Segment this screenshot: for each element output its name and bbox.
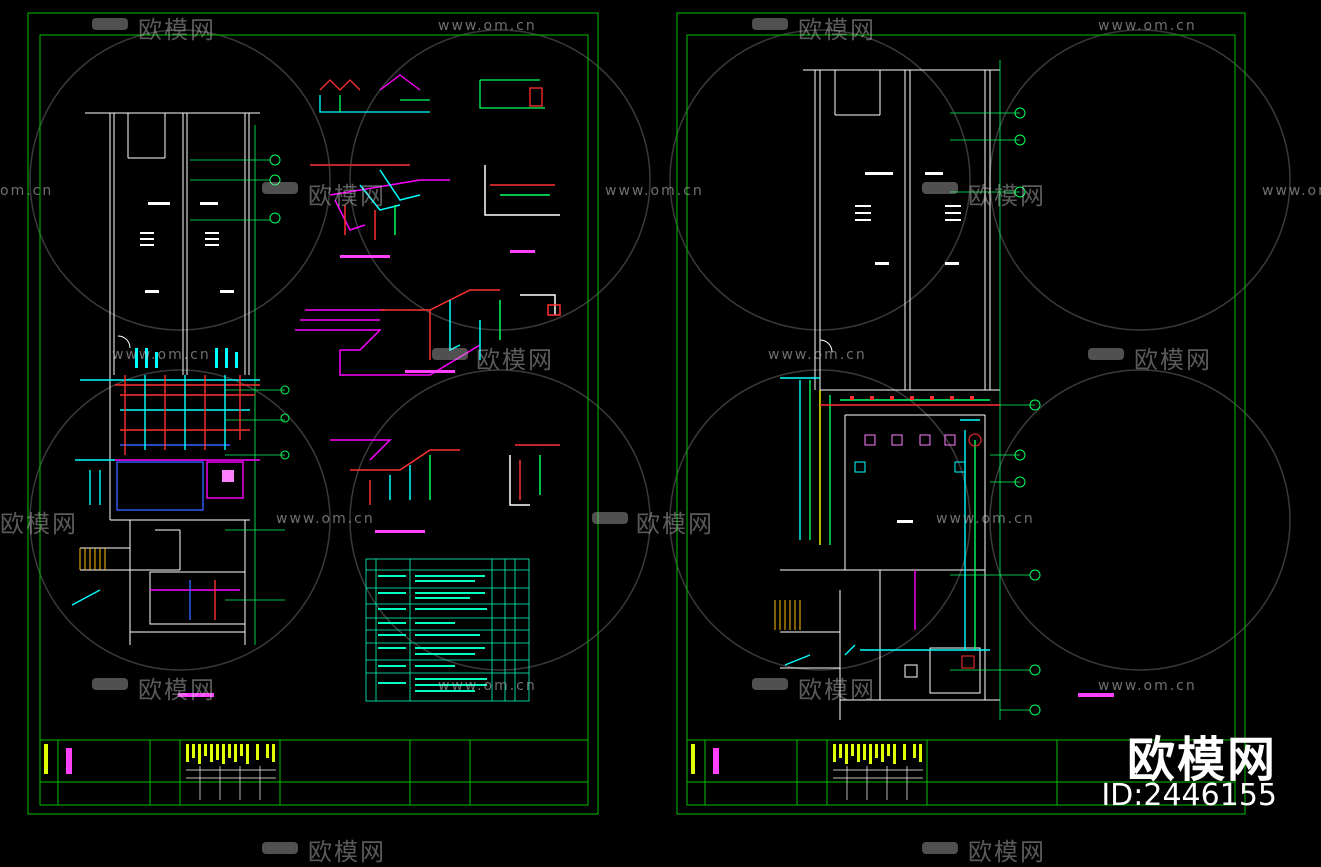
watermark-url: www.om.cn [438,678,537,694]
sheet-left-iso-caption-1 [340,255,390,258]
watermark-url: www.om.cn [1262,183,1321,199]
watermark-brand: 欧模网 [798,676,876,704]
watermark-brand: 欧模网 [308,838,386,866]
watermark-brand: 欧模网 [0,510,78,538]
sheet-left-mechanical-pipes [71,375,260,620]
sheet-left-outer-border [27,12,599,815]
sheet-right [676,12,1246,815]
sheet-left-title-block [40,739,588,805]
watermark-url: www.om.cn [112,347,211,363]
sofa-logo-icon [92,18,1124,854]
watermark-brand: 欧模网 [138,16,216,44]
sheet-right-outer-border [676,12,1246,815]
sheet-left-iso-caption-4 [510,250,535,253]
sheet-right-floorplan [780,69,1000,720]
sheet-left-isometric-4 [330,439,560,506]
sheet-right-plan-caption [1078,693,1114,697]
sheet-left [27,12,599,815]
watermark-url-fragment: om.cn [0,183,54,199]
brand-id-label: ID:2446155 [1101,778,1277,813]
sheet-left-equipment-table [365,558,530,702]
sheet-right-stair [774,600,801,630]
watermark-url: www.om.cn [276,511,375,527]
watermark-brand: 欧模网 [968,182,1046,210]
sheet-left-isometric-1 [319,74,545,113]
sheet-right-room-labels [855,172,961,523]
watermark-url: www.om.cn [605,183,704,199]
sheet-right-axis-lines [950,60,1035,720]
sheet-right-title-block [687,739,1235,805]
sheet-left-stair [79,548,106,570]
watermark-brand: 欧模网 [798,16,876,44]
watermark-url: www.om.cn [438,18,537,34]
sheet-right-valves [850,396,974,400]
sheet-left-plan-caption [178,693,214,697]
sheet-left-equipment [135,348,238,482]
sheet-left-iso-caption-3 [375,530,425,533]
watermark-url: www.om.cn [1098,18,1197,34]
brand-logo: 欧模网 [1126,732,1277,788]
watermark-brand: 欧模网 [1134,346,1212,374]
sheet-right-inner-border [686,34,1236,806]
sheet-left-floorplan [80,112,260,645]
sheet-left-room-labels [140,202,234,293]
sheet-left-iso-caption-2 [405,370,455,373]
sheet-left-axis-markers [269,154,290,460]
sheet-right-equipment [854,433,982,678]
sheet-left-inner-border [39,34,589,806]
watermark-url: www.om.cn [936,511,1035,527]
watermark-brand: 欧模网 [308,182,386,210]
watermark-brand: 欧模网 [968,838,1046,866]
sheet-right-axis-markers [1014,107,1041,716]
sheet-left-table-text [378,575,487,692]
sheet-left-isometric-3 [295,289,561,376]
watermark-url: www.om.cn [1098,678,1197,694]
watermark-url: www.om.cn [768,347,867,363]
watermark-brand: 欧模网 [636,510,714,538]
watermark-brand: 欧模网 [476,346,554,374]
sheet-left-isometric-2 [310,164,560,240]
watermark-circles [29,29,1291,671]
watermark-brand: 欧模网 [138,676,216,704]
